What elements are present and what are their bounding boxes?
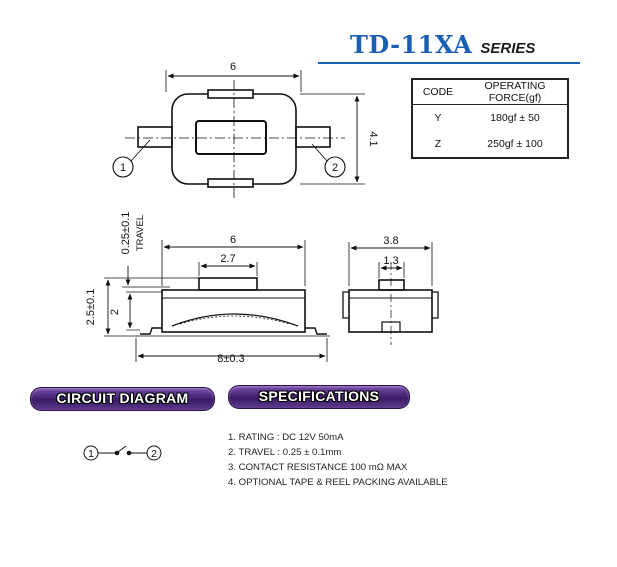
terminal-left [137,126,173,148]
circuit-terminal-2 [146,445,162,461]
terminal-2-number: 2 [332,162,338,174]
circuit-diagram-label: CIRCUIT DIAGRAM [56,390,189,406]
operating-force-table: CODE OPERATING FORCE(gf) Y 180gf ± 50 Z … [411,78,569,159]
dim-actuator-width: 2.7 [220,253,235,265]
circuit-diagram [83,445,162,461]
side-view-body [348,289,433,333]
column-header-force: OPERATING FORCE(gf) [463,79,568,105]
series-label: SERIES [480,40,536,57]
cell-code: Z [434,138,442,150]
circuit-diagram-heading: CIRCUIT DIAGRAM [30,387,215,411]
front-view [104,240,330,362]
specifications-list: 1. RATING : DC 12V 50mA 2. TRAVEL : 0.25… [228,430,448,490]
spec-item: 3. CONTACT RESISTANCE 100 mΩ MAX [228,462,408,473]
dim-side-actuator: 1.3 [383,255,398,267]
title-underline [318,62,580,64]
cell-force: 250gf ± 100 [487,138,543,150]
spec-item: 1. RATING : DC 12V 50mA [228,432,344,443]
side-view-actuator [378,279,405,291]
dim-travel-word: TRAVEL [135,215,146,251]
terminal-1-number: 1 [120,162,126,174]
spec-item: 2. TRAVEL : 0.25 ± 0.1mm [228,447,342,458]
side-view [342,242,439,345]
table-row: Y 180gf ± 50 [412,105,568,132]
terminal-2-callout [324,156,346,178]
switch-contact [117,445,127,453]
column-header-code: CODE [412,79,463,105]
dim-total-width: 8±0.3 [217,353,244,365]
specifications-label: SPECIFICATIONS [258,388,380,404]
dim-overall-height: 2.5±0.1 [85,289,97,326]
front-view-actuator [198,277,258,291]
series-title: TD-11XA SERIES [350,30,535,59]
dim-front-width: 6 [230,234,236,246]
specifications-heading: SPECIFICATIONS [228,385,410,409]
terminal-1-callout [112,156,134,178]
model-name: TD-11XA [350,30,473,59]
spec-item: 4. OPTIONAL TAPE & REEL PACKING AVAILABL… [228,477,448,488]
table-row: Z 250gf ± 100 [412,131,568,158]
table-header-row: CODE OPERATING FORCE(gf) [412,79,568,105]
dim-top-height: 4.1 [367,131,379,146]
cell-code: Y [434,112,442,124]
front-view-body [161,289,306,333]
circuit-terminal-2-number: 2 [151,448,157,460]
dim-travel: 0.25±0.1 [120,212,132,255]
terminal-right [295,126,331,148]
dim-body-height: 2 [109,309,121,315]
top-view-actuator [195,120,267,155]
circuit-terminal-1-number: 1 [88,448,94,460]
dim-top-width: 6 [230,61,236,73]
cell-force: 180gf ± 50 [490,112,540,124]
dim-side-width: 3.8 [383,235,398,247]
top-view [112,70,365,198]
